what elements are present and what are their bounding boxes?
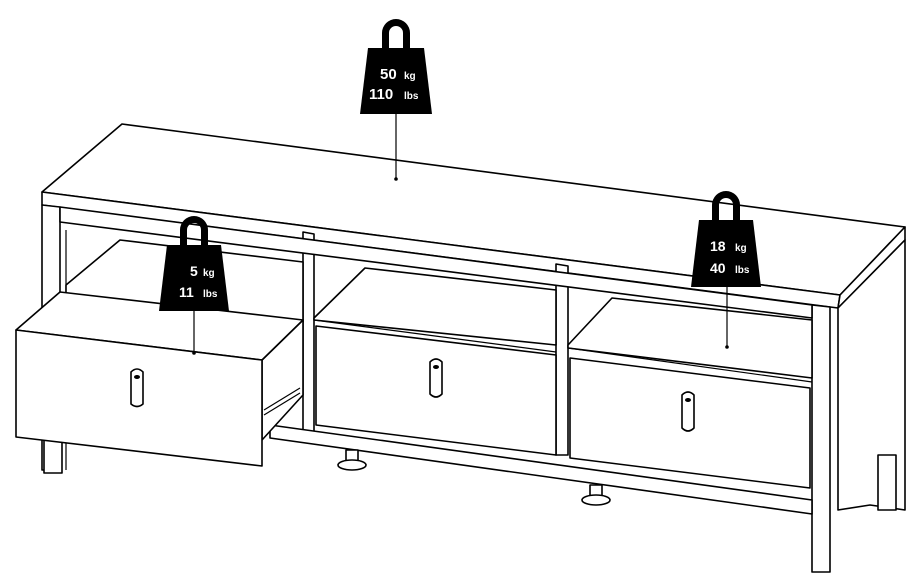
- divider-post-left: [302, 231, 315, 441]
- weight-icon: [382, 19, 410, 48]
- top-rail: [59, 206, 813, 319]
- top-weight-lbs-unit: lbs: [404, 91, 419, 102]
- shelf-weight-kg-unit: kg: [735, 243, 747, 254]
- top-weight-kg: 50: [380, 66, 397, 83]
- shelf-weight-lbs-unit: lbs: [735, 265, 750, 276]
- right-back-leg: [877, 454, 897, 511]
- bench-body: [41, 123, 906, 573]
- weight-icon-drawer: 5 kg 11 lbs: [159, 216, 229, 311]
- shelf-right: [567, 297, 813, 379]
- drawer-weight-kg-unit: kg: [203, 268, 215, 279]
- drawer-weight-lbs-unit: lbs: [203, 289, 218, 300]
- drawer-weight-lbs: 11: [179, 284, 194, 300]
- drawer-middle-handle: [429, 358, 443, 398]
- shelf-weight-kg: 18: [710, 238, 726, 254]
- weight-icon: [180, 216, 208, 245]
- drawer-weight-kg: 5: [190, 263, 198, 279]
- weight-icon-top: 50 kg 110 lbs: [360, 19, 432, 114]
- foot-middle: [337, 449, 367, 471]
- drawer-right-handle: [681, 391, 695, 432]
- right-front-post: [811, 304, 831, 573]
- drawer-middle: [315, 325, 557, 456]
- drawer-left-handle: [130, 368, 144, 408]
- weight-icon-shelf: 18 kg 40 lbs: [691, 191, 761, 287]
- shelf-middle: [313, 267, 557, 346]
- top-weight-kg-unit: kg: [404, 71, 416, 82]
- weight-icon: [712, 191, 740, 220]
- foot-right: [581, 484, 611, 506]
- shelf-weight-lbs: 40: [710, 260, 726, 276]
- top-weight-lbs: 110: [369, 86, 393, 103]
- drawer-left-open: [15, 291, 304, 467]
- bottom-rail: [269, 424, 813, 515]
- drawer-right: [569, 357, 811, 489]
- divider-post-right: [555, 263, 569, 456]
